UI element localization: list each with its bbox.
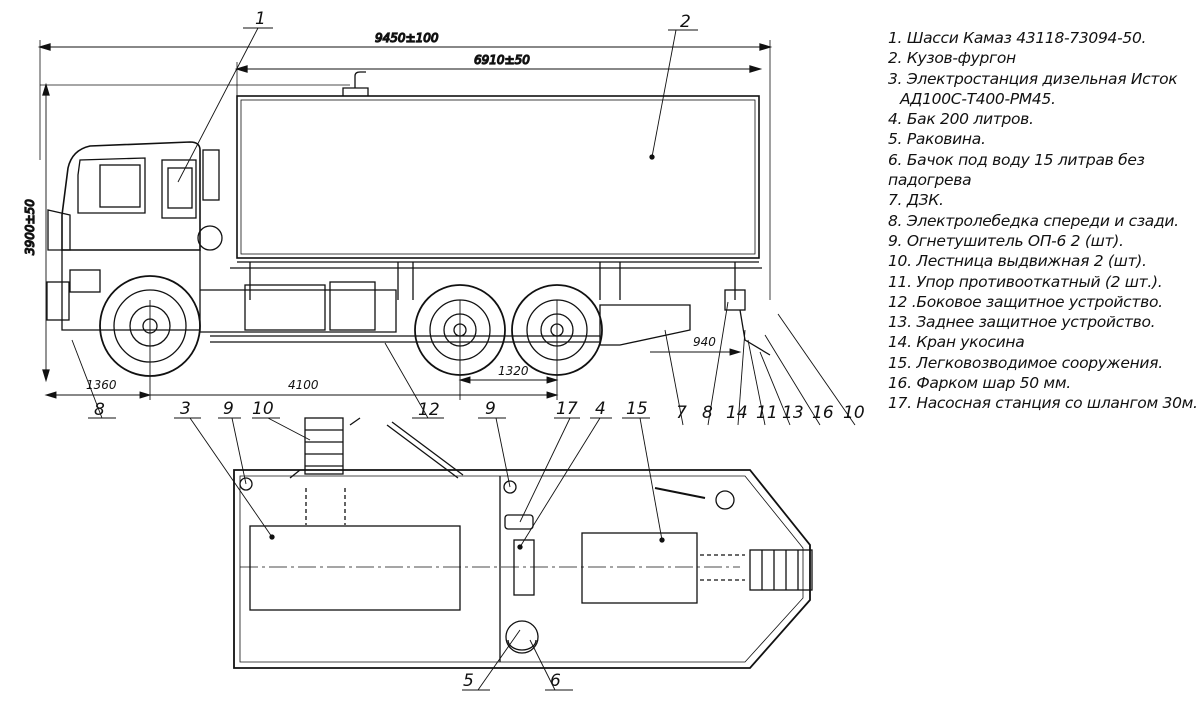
- callout-2: 2: [680, 12, 691, 32]
- legend-list: 1. Шасси Камаз 43118-73094-50. 2. Кузов-…: [888, 28, 1198, 414]
- front-overhang-label: 1360: [86, 378, 117, 392]
- callout-14: 14: [726, 403, 748, 423]
- overall-length-dimension: 9450±100: [37, 30, 773, 300]
- callout-5: 5: [463, 671, 474, 691]
- van-body: [230, 71, 762, 300]
- axle-dimensions: 1360 4100 1320 940: [44, 300, 742, 400]
- side-leaders: [71, 27, 856, 426]
- callout-6: 6: [550, 671, 561, 691]
- ladder-rear-outline: [749, 549, 813, 591]
- legend-item: 15. Легковозводимое сооружения.: [888, 353, 1163, 372]
- callout-4: 4: [595, 399, 606, 419]
- callout-10-rear: 10: [843, 403, 865, 423]
- legend-item: 14. Кран укосина: [888, 333, 1025, 352]
- legend-item: 16. Фарком шар 50 мм.: [888, 374, 1071, 393]
- legend-item: 2. Кузов-фургон: [888, 49, 1016, 68]
- legend-item: 8. Электролебедка спереди и сзади.: [888, 211, 1179, 230]
- callout-13: 13: [782, 403, 804, 423]
- body-length-dimension: 6910±50: [234, 52, 763, 97]
- callout-9-mid: 9: [485, 399, 496, 419]
- wheelbase-label: 4100: [288, 378, 319, 392]
- legend-item: 10. Лестница выдвижная 2 (шт).: [888, 252, 1147, 271]
- legend-item: АД100С-Т400-РМ45.: [900, 89, 1056, 108]
- rear-axle-spacing-label: 1320: [498, 364, 529, 378]
- legend-item: 9. Огнетушитель ОП-6 2 (шт).: [888, 231, 1124, 250]
- legend-item: 5. Раковина.: [888, 130, 986, 149]
- legend-item: 6. Бачок под воду 15 литрав без: [888, 150, 1145, 169]
- legend-item: 4. Бак 200 литров.: [888, 110, 1034, 129]
- height-label: 3900±50: [23, 199, 37, 255]
- callout-15: 15: [626, 399, 648, 419]
- legend-item: 1. Шасси Камаз 43118-73094-50.: [888, 29, 1147, 47]
- plan-leaders: [174, 417, 663, 691]
- legend-item: 7. ДЗК.: [888, 191, 944, 210]
- callout-16: 16: [812, 403, 834, 423]
- legend-item: 12 .Боковое защитное устройство.: [888, 292, 1163, 311]
- legend-item: 13. Заднее защитное устройство.: [888, 313, 1156, 332]
- callout-7: 7: [676, 403, 687, 423]
- legend-item: 11. Упор противооткатный (2 шт.).: [888, 272, 1163, 291]
- callout-9-left: 9: [223, 399, 234, 419]
- legend-item: 3. Электростанция дизельная Исток: [888, 69, 1178, 88]
- callout-8-front: 8: [94, 400, 105, 420]
- truck-cab: [46, 141, 771, 356]
- plan-view: [233, 417, 813, 669]
- callout-1: 1: [255, 9, 266, 29]
- legend-item: падогрева: [888, 171, 972, 190]
- legend-item: 17. Насосная станция со шлангом 30м.: [888, 394, 1198, 413]
- callout-8-rear: 8: [702, 403, 713, 423]
- rear-overhang-label: 940: [693, 335, 716, 349]
- callout-10-front: 10: [252, 399, 274, 419]
- callout-17: 17: [556, 399, 578, 419]
- overall-length-label: 9450±100: [375, 31, 439, 45]
- height-dimension: 3900±50: [22, 82, 350, 383]
- callout-numbers: 1 2 8 12 7 8 14 11 13 16 10 3 9 10 9 17 …: [94, 9, 865, 691]
- tank-outline: [513, 539, 535, 596]
- callout-12: 12: [418, 400, 440, 420]
- callout-11: 11: [756, 403, 778, 423]
- ladder-front-outline: [304, 417, 344, 475]
- body-length-label: 6910±50: [474, 53, 530, 67]
- callout-3: 3: [180, 399, 191, 419]
- shelter-outline: [581, 532, 698, 604]
- generator-outline: [249, 525, 461, 611]
